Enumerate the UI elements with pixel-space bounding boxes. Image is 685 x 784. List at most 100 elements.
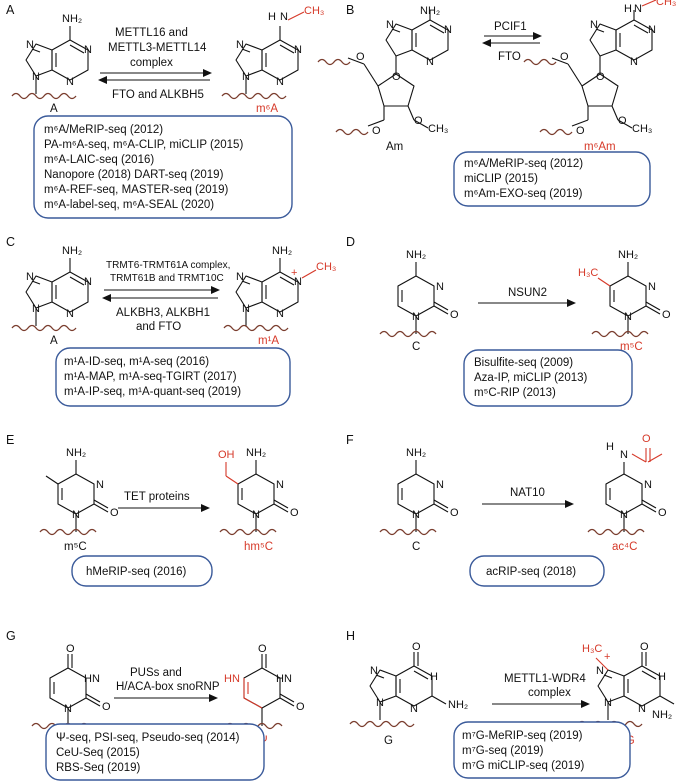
- enzyme-forward: H/ACA-box snoRNP: [116, 681, 220, 693]
- method-item: m⁵C-RIP (2013): [474, 387, 556, 399]
- atom-n: N: [252, 509, 260, 521]
- atom-n: N: [638, 703, 646, 715]
- atom-n: N: [604, 697, 612, 709]
- m1a-structure: [235, 258, 317, 327]
- atom-o: O: [392, 71, 401, 83]
- rna-backbone: [591, 330, 649, 338]
- atom-nh: H: [658, 671, 666, 683]
- atom-o: O: [640, 641, 649, 653]
- ac4c-structure: [605, 448, 663, 533]
- method-item: m⁷G-MeRIP-seq (2019): [462, 730, 583, 742]
- method-item: RBS-Seq (2019): [56, 762, 141, 774]
- m7g-structure: [595, 652, 675, 721]
- substrate-label: C: [412, 541, 420, 553]
- enzyme-forward: METTL1-WDR4: [504, 673, 586, 685]
- method-item: Aza-IP, miCLIP (2013): [474, 372, 588, 384]
- enzyme-reverse: ALKBH3, ALKBH1: [116, 307, 210, 319]
- methods-box: [469, 555, 605, 587]
- methyl-group: CH₃: [428, 123, 448, 135]
- atom-n: N: [376, 697, 384, 709]
- enzyme-reverse: FTO and ALKBH5: [112, 89, 204, 101]
- cytosine-structure: [397, 262, 449, 335]
- atom-o: O: [658, 507, 667, 519]
- atom-nh2: NH₂: [246, 447, 266, 459]
- enzyme-forward: NAT10: [510, 487, 545, 499]
- atom-n: N: [72, 509, 80, 521]
- rna-backbone: [349, 720, 415, 728]
- methyl-group: H₃C: [582, 643, 602, 655]
- panel-label-h: H: [346, 629, 355, 643]
- panel-label-a: A: [6, 3, 15, 17]
- atom-o: O: [296, 701, 305, 713]
- atom-n: N: [436, 479, 444, 491]
- atom-n: N: [648, 281, 656, 293]
- rna-backbone: [11, 92, 77, 100]
- atom-nh2: NH₂: [652, 709, 672, 721]
- panel-a: A NH₂ N N N N A METTL16 and METTL3-METTL…: [6, 3, 324, 219]
- enzyme-forward: TRMT6-TRMT61A complex,: [106, 260, 230, 271]
- atom-nh2: NH₂: [618, 249, 638, 261]
- panel-c: C NH₂ N N N N A TRMT6-TRMT61A complex, T…: [6, 235, 336, 407]
- rna-backbone: [379, 528, 437, 536]
- panel-d: D NH₂ N N O C NSUN2 NH₂ H₃C N N O m⁵C Bi…: [346, 235, 671, 407]
- method-item: Nanopore (2018) DART-seq (2019): [44, 169, 224, 181]
- atom-nh2: NH₂: [62, 13, 82, 25]
- product-label: m¹A: [258, 335, 279, 347]
- m6a-structure: [235, 11, 305, 95]
- atom-o: O: [412, 641, 421, 653]
- panel-f: F NH₂ N N O C NAT10 H N O N N O ac⁴C acR: [346, 433, 667, 587]
- panel-label-b: B: [346, 3, 354, 17]
- atom-n: N: [242, 71, 250, 83]
- method-item: Ψ-seq, PSI-seq, Pseudo-seq (2014): [56, 732, 240, 744]
- panel-h: H O H NH₂ N N N G METTL1-WDR4 complex O …: [346, 629, 675, 779]
- enzyme-forward: complex: [528, 687, 571, 699]
- rna-backbone: [223, 324, 289, 332]
- product-label: m⁵C: [620, 341, 643, 353]
- substrate-label: Am: [386, 141, 403, 153]
- adenine-structure: [25, 26, 89, 95]
- enzyme-forward: TRMT61B and TRMT10C: [110, 273, 224, 284]
- atom-o: O: [450, 507, 459, 519]
- atom-n: N: [96, 479, 104, 491]
- panel-g: G O HN N O U PUSs and H/ACA-box snoRNP O…: [6, 629, 305, 781]
- method-item: PA-m⁶A-seq, m⁶A-CLIP, miCLIP (2015): [44, 139, 243, 151]
- method-item: m⁶A-label-seq, m⁶A-SEAL (2020): [44, 199, 214, 211]
- atom-nh2: NH₂: [66, 447, 86, 459]
- uracil-structure: [49, 654, 101, 727]
- rna-backbone: [221, 92, 287, 100]
- atom-o: O: [110, 507, 119, 519]
- atom-n: N: [236, 39, 244, 51]
- atom-n: N: [236, 271, 244, 283]
- atom-n: N: [648, 24, 656, 36]
- methods-box: [33, 115, 293, 219]
- atom-n: N: [276, 308, 284, 320]
- atom-nh2: NH₂: [406, 249, 426, 261]
- methyl-group: CH₃: [656, 0, 676, 8]
- method-item: m¹A-IP-seq, m¹A-quant-seq (2019): [64, 386, 241, 398]
- m6am-structure: [589, 0, 657, 75]
- atom-o: O: [290, 507, 299, 519]
- atom-n: N: [26, 271, 34, 283]
- enzyme-forward: PCIF1: [494, 21, 527, 33]
- atom-n: N: [280, 11, 288, 23]
- atom-n: N: [624, 311, 632, 323]
- enzyme-forward: NSUN2: [508, 287, 547, 299]
- method-item: Bisulfite-seq (2009): [474, 357, 573, 369]
- enzyme-forward: TET proteins: [124, 491, 190, 503]
- methyl-group: H₃C: [578, 267, 598, 279]
- atom-h: H: [606, 441, 614, 453]
- atom-n: N: [590, 19, 598, 31]
- panel-b: B NH₂ N N N O O O O CH₃ Am PCIF1 FTO H N…: [317, 0, 676, 207]
- atom-n: N: [242, 303, 250, 315]
- atom-n: N: [634, 3, 642, 15]
- cytosine-structure: [397, 460, 449, 533]
- substrate-label: A: [50, 335, 58, 347]
- atom-o: O: [66, 643, 75, 655]
- atom-n: N: [412, 311, 420, 323]
- atom-n: N: [84, 44, 92, 56]
- method-item: m⁶A-LAIC-seq (2016): [44, 154, 154, 166]
- atom-n: N: [644, 479, 652, 491]
- method-item: m⁶A/MeRIP-seq (2012): [44, 124, 163, 136]
- product-label: m⁶Am: [584, 141, 616, 153]
- method-item: m¹A-ID-seq, m¹A-seq (2016): [64, 356, 209, 368]
